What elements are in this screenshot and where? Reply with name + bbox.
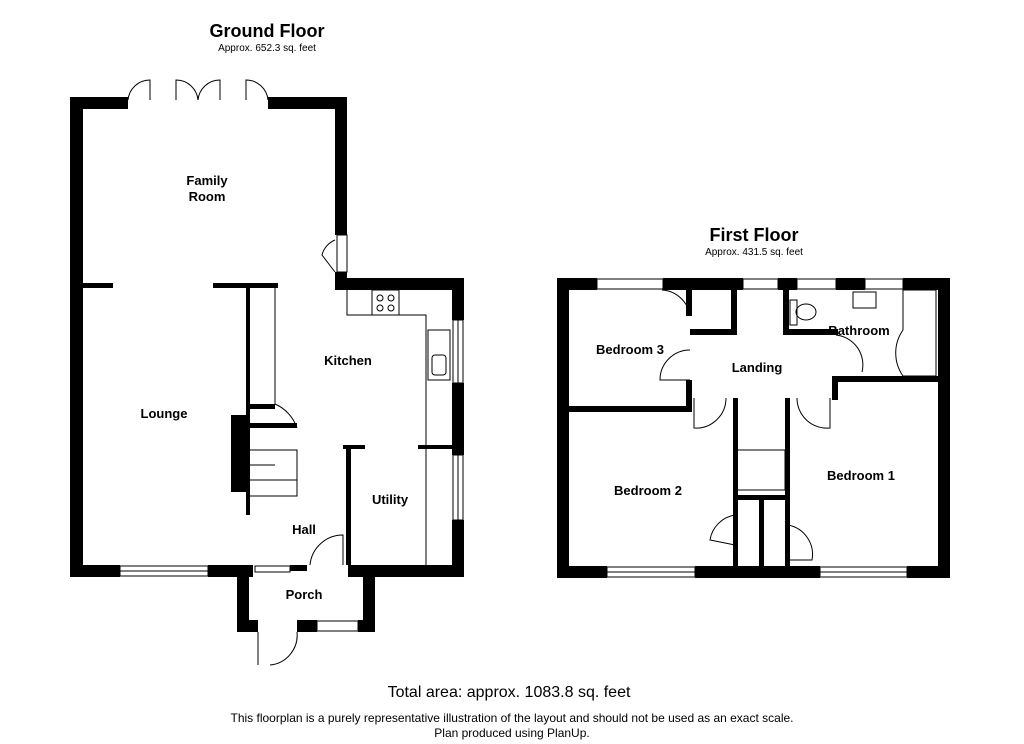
room-landing: Landing bbox=[731, 360, 783, 375]
first-floor-walls bbox=[557, 278, 950, 578]
disclaimer: This floorplan is a purely representativ… bbox=[230, 711, 794, 725]
room-bedroom-3: Bedroom 3 bbox=[596, 342, 664, 357]
room-bedroom-2: Bedroom 2 bbox=[614, 483, 682, 498]
room-bathroom: Bathroom bbox=[828, 323, 890, 338]
room-lounge: Lounge bbox=[140, 406, 188, 421]
first-floor-fixtures bbox=[659, 289, 937, 561]
ground-floor-area: Approx. 652.3 sq. feet bbox=[218, 43, 316, 54]
ground-floor-walls bbox=[70, 97, 464, 632]
ground-floor-windows bbox=[119, 234, 464, 632]
room-family-room: Family Room bbox=[186, 173, 228, 204]
ground-floor-title: Ground Floor bbox=[209, 21, 325, 41]
room-hall: Hall bbox=[292, 522, 316, 537]
room-kitchen: Kitchen bbox=[324, 353, 372, 368]
room-porch: Porch bbox=[285, 587, 323, 602]
ground-floor-fixtures bbox=[127, 79, 451, 666]
room-bedroom-1: Bedroom 1 bbox=[827, 468, 895, 483]
room-utility: Utility bbox=[371, 492, 409, 507]
first-floor-title: First Floor bbox=[709, 225, 799, 245]
total-area: Total area: approx. 1083.8 sq. feet bbox=[387, 684, 631, 701]
first-floor-windows bbox=[596, 278, 908, 578]
credit: Plan produced using PlanUp. bbox=[434, 726, 590, 740]
first-floor-area: Approx. 431.5 sq. feet bbox=[705, 247, 803, 258]
